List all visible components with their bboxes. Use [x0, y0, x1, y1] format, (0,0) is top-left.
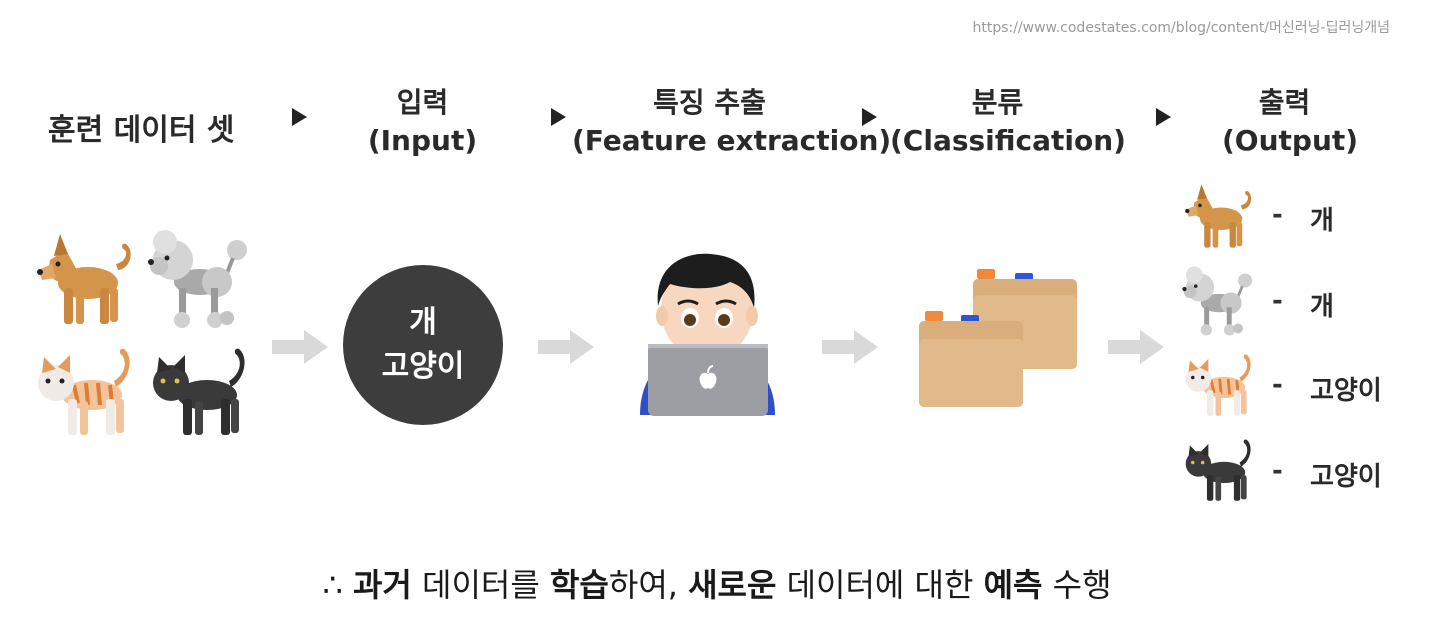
header-feature-subtitle: (Feature extraction) — [572, 124, 892, 157]
keyword-prediction: 예측 — [983, 566, 1043, 604]
output-label-poodle: 개 — [1310, 292, 1334, 322]
step-triangle-icon — [551, 108, 566, 126]
input-label-cat: 고양이 — [381, 349, 465, 384]
output-dog-icon — [1185, 184, 1252, 248]
keyword-past: 과거 — [352, 566, 412, 604]
output-dash: - — [1272, 200, 1283, 230]
folders-icon — [919, 269, 1077, 407]
therefore-symbol: ∴ — [322, 566, 353, 604]
header-output-title: 출력 — [1258, 86, 1311, 119]
header-training-set: 훈련 데이터 셋 — [48, 113, 235, 148]
flow-arrow-icon — [272, 330, 328, 364]
output-label-dog: 개 — [1310, 206, 1334, 236]
output-dash: - — [1272, 286, 1283, 316]
header-classification: 분류 (Classification) — [890, 84, 1126, 160]
flow-arrow-icon — [538, 330, 594, 364]
header-classification-title: 분류 — [971, 86, 1024, 119]
summary-text: 하여, — [608, 566, 689, 604]
summary-text: 데이터에 대한 — [776, 566, 984, 604]
summary-text: 수행 — [1042, 566, 1112, 604]
header-feature-title: 특징 추출 — [653, 86, 766, 119]
keyword-new: 새로운 — [688, 566, 777, 604]
summary-text: 데이터를 — [411, 566, 550, 604]
header-input-title: 입력 — [396, 86, 449, 119]
header-output-subtitle: (Output) — [1222, 124, 1359, 157]
header-classification-subtitle: (Classification) — [890, 124, 1126, 157]
input-label-dog: 개 — [409, 305, 437, 340]
header-feature-extraction: 특징 추출 (Feature extraction) — [572, 84, 892, 160]
output-dash: - — [1272, 370, 1283, 400]
header-input: 입력 (Input) — [360, 84, 485, 160]
output-poodle-icon — [1182, 266, 1253, 336]
summary-sentence: ∴ 과거 데이터를 학습하여, 새로운 데이터에 대한 예측 수행 — [0, 560, 1434, 606]
poodle-icon — [148, 230, 247, 328]
keyword-learning: 학습 — [549, 566, 609, 604]
header-output: 출력 (Output) — [1222, 84, 1359, 160]
source-url: https://www.codestates.com/blog/content/… — [972, 20, 1390, 36]
output-label-black-cat: 고양이 — [1310, 462, 1382, 492]
step-triangle-icon — [862, 108, 877, 126]
input-circle: 개 고양이 — [343, 265, 503, 425]
header-input-subtitle: (Input) — [367, 124, 478, 157]
output-label-cat: 고양이 — [1310, 376, 1382, 406]
black-cat-icon — [153, 348, 245, 435]
flow-arrow-icon — [822, 330, 878, 364]
person-laptop-icon — [640, 253, 775, 416]
flow-arrow-icon — [1108, 330, 1164, 364]
cat-icon — [38, 348, 130, 435]
output-dash: - — [1272, 456, 1283, 486]
output-cat-icon — [1185, 354, 1251, 416]
output-black-cat-icon — [1185, 439, 1251, 501]
step-triangle-icon — [292, 108, 307, 126]
step-triangle-icon — [1156, 108, 1171, 126]
dog-icon — [37, 234, 131, 324]
